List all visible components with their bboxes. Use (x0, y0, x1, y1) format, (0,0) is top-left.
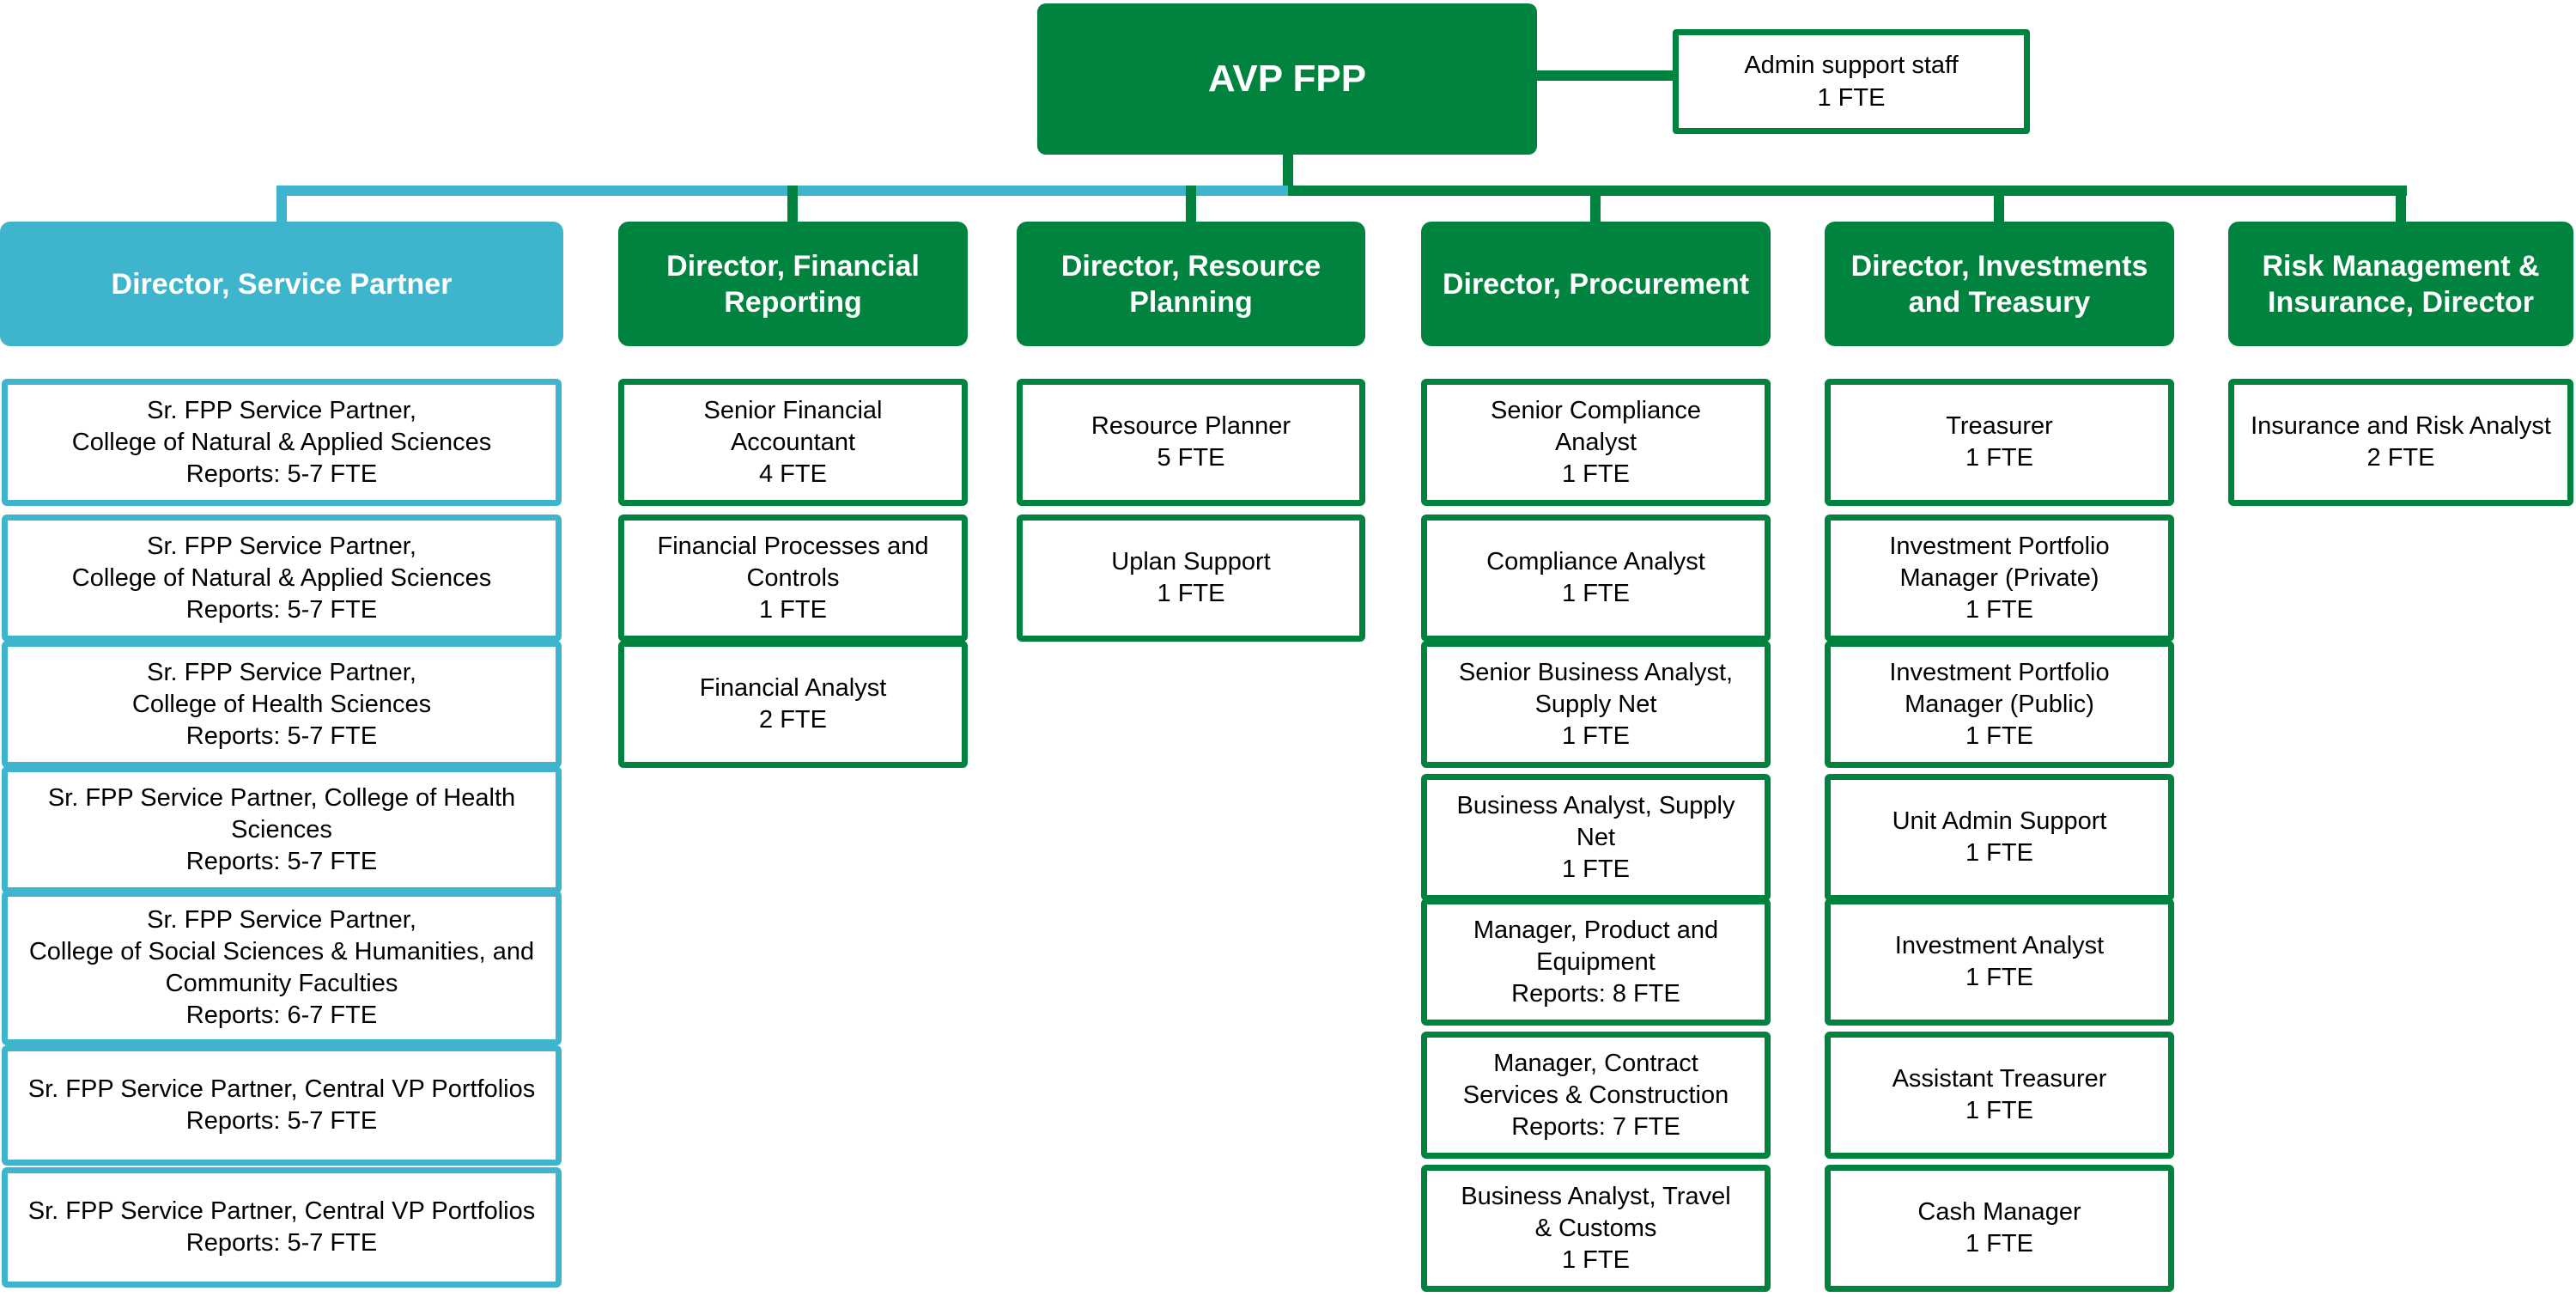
connector-bus-green (1288, 186, 2407, 196)
org-node: Sr. FPP Service Partner, College of Natu… (2, 379, 562, 506)
org-node: Insurance and Risk Analyst 2 FTE (2228, 379, 2573, 506)
org-node: Investment Analyst 1 FTE (1825, 898, 2174, 1026)
org-node: Compliance Analyst 1 FTE (1421, 515, 1771, 642)
org-node: Investment Portfolio Manager (Private) 1… (1825, 515, 2174, 642)
org-node: Financial Processes and Controls 1 FTE (618, 515, 968, 642)
connector-root-to-admin (1537, 70, 1673, 81)
org-node: Sr. FPP Service Partner, College of Natu… (2, 515, 562, 642)
org-header-resource-planning: Director, Resource Planning (1017, 222, 1365, 346)
org-column-service-partner: Director, Service Partner Sr. FPP Servic… (0, 0, 563, 1297)
org-node: Manager, Product and Equipment Reports: … (1421, 898, 1771, 1026)
org-node: Senior Financial Accountant 4 FTE (618, 379, 968, 506)
org-node: Sr. FPP Service Partner, College of Heal… (2, 641, 562, 768)
org-header-risk-insurance: Risk Management & Insurance, Director (2228, 222, 2573, 346)
org-node: Sr. FPP Service Partner, Central VP Port… (2, 1045, 562, 1166)
org-node: Senior Business Analyst, Supply Net 1 FT… (1421, 641, 1771, 768)
org-node: Financial Analyst 2 FTE (618, 641, 968, 768)
org-column-financial-reporting: Director, Financial Reporting Senior Fin… (618, 0, 968, 1297)
org-node: Uplan Support 1 FTE (1017, 515, 1365, 642)
connector-root-stub (1283, 153, 1293, 187)
org-node-admin-support-staff: Admin support staff 1 FTE (1673, 29, 2030, 134)
connector-drop-procurement (1590, 186, 1601, 225)
connector-drop-investments-treasury (1994, 186, 2004, 225)
org-node: Business Analyst, Supply Net 1 FTE (1421, 774, 1771, 901)
org-node: Sr. FPP Service Partner, College of Heal… (2, 766, 562, 893)
connector-drop-financial-reporting (787, 186, 798, 225)
org-node: Cash Manager 1 FTE (1825, 1165, 2174, 1292)
org-node: Senior Compliance Analyst 1 FTE (1421, 379, 1771, 506)
org-node: Assistant Treasurer 1 FTE (1825, 1032, 2174, 1159)
org-header-procurement: Director, Procurement (1421, 222, 1771, 346)
org-node: Investment Portfolio Manager (Public) 1 … (1825, 641, 2174, 768)
connector-bus-teal (276, 186, 1288, 196)
connector-drop-risk-insurance (2396, 186, 2406, 225)
org-node: Manager, Contract Services & Constructio… (1421, 1032, 1771, 1159)
org-node: Sr. FPP Service Partner, College of Soci… (2, 891, 562, 1045)
org-node: Sr. FPP Service Partner, Central VP Port… (2, 1167, 562, 1288)
org-column-investments-treasury: Director, Investments and Treasury Treas… (1825, 0, 2174, 1297)
org-node: Business Analyst, Travel & Customs 1 FTE (1421, 1165, 1771, 1292)
org-column-resource-planning: Director, Resource Planning Resource Pla… (1017, 0, 1365, 1297)
org-node: Resource Planner 5 FTE (1017, 379, 1365, 506)
org-node: Treasurer 1 FTE (1825, 379, 2174, 506)
connector-drop-service-partner (276, 186, 287, 225)
org-header-financial-reporting: Director, Financial Reporting (618, 222, 968, 346)
org-column-procurement: Director, Procurement Senior Compliance … (1421, 0, 1771, 1297)
org-header-investments-treasury: Director, Investments and Treasury (1825, 222, 2174, 346)
org-column-risk-insurance: Risk Management & Insurance, Director In… (2228, 0, 2573, 1297)
org-header-service-partner: Director, Service Partner (0, 222, 563, 346)
org-node: Unit Admin Support 1 FTE (1825, 774, 2174, 901)
connector-drop-resource-planning (1186, 186, 1196, 225)
org-node-avp-fpp: AVP FPP (1037, 3, 1537, 155)
